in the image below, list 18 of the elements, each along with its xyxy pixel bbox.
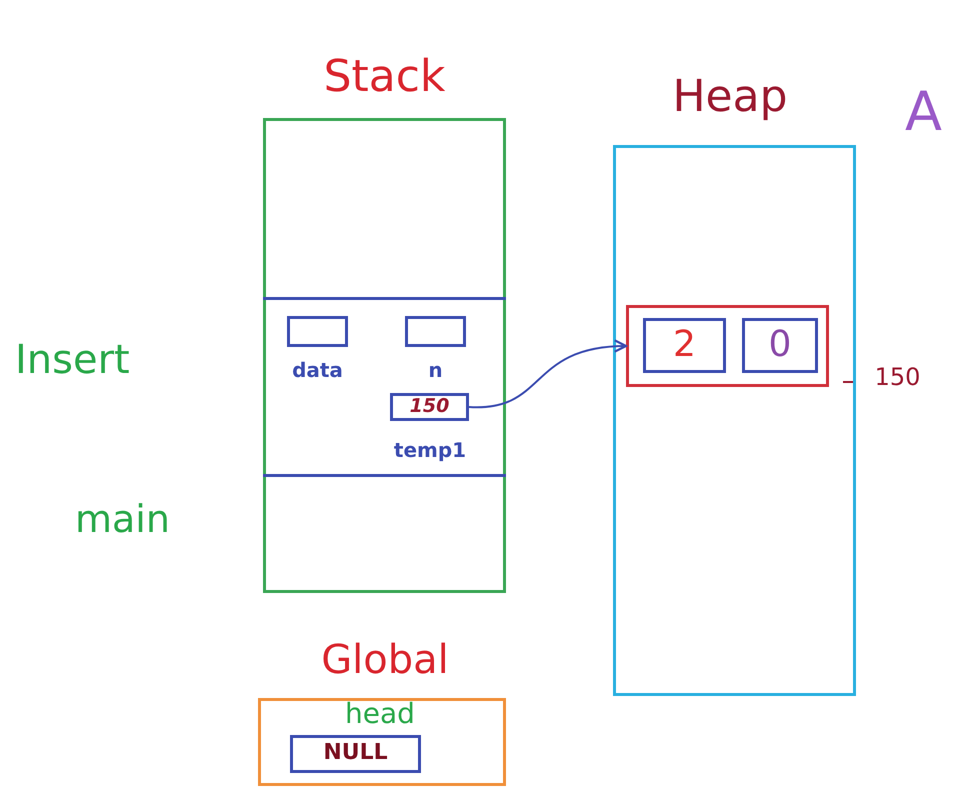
field-box [643,318,726,373]
note-text: A [905,85,942,139]
section-heading: Stack [322,55,446,99]
value-text: NULL [322,742,389,764]
variable-name: data [291,360,344,380]
value-text: 150 [408,397,450,416]
variable-name: head [344,700,416,728]
note-text: main [75,500,170,538]
section-heading: Heap [671,75,789,119]
variable-name: n [427,360,444,380]
value-text: 0 [768,327,792,363]
section-heading: Global [320,640,450,680]
value-text: 2 [672,327,697,363]
variable-name: temp1 [392,440,468,460]
note-text: Insert [15,340,130,380]
field-box [742,318,818,373]
arrow [469,340,628,408]
address-label: 150 [874,365,922,389]
